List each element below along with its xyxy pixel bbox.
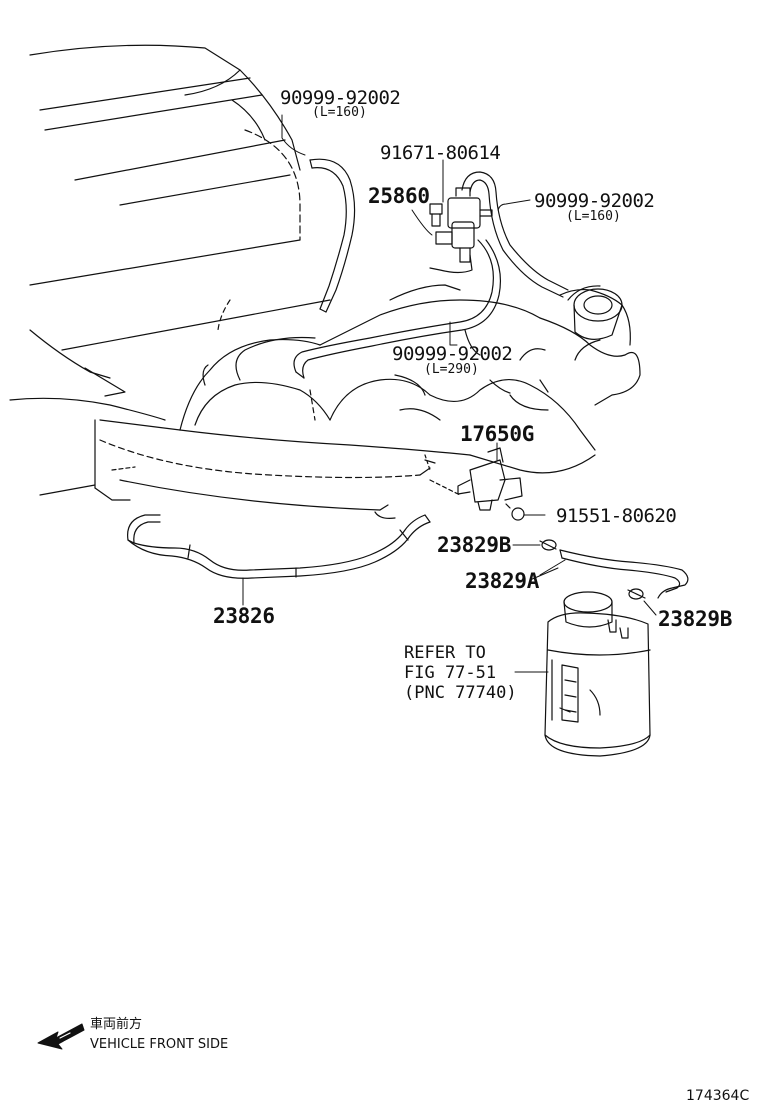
- leader-lines: [281, 114, 559, 581]
- label-valve-top: 25860: [368, 184, 430, 208]
- hose-bottom-left-23826: [127, 504, 431, 606]
- label-hose-top-right-length: (L=160): [566, 209, 621, 224]
- engine-block-outline: [9, 44, 331, 501]
- reference-note-line2: FIG 77-51: [404, 663, 497, 683]
- throttle-body-outline: [573, 288, 623, 340]
- label-hose-right: 23829A: [465, 569, 540, 593]
- reference-note-line1: REFER TO: [404, 643, 486, 663]
- label-hose-top-left-length: (L=160): [312, 105, 367, 120]
- label-hose-top-left: 90999-92002: [280, 87, 401, 109]
- vsv-valve-25860: [429, 187, 493, 274]
- clip-right-23829b: [627, 588, 657, 616]
- label-hose-bottom-left: 23826: [213, 604, 275, 628]
- hose-top-left: [309, 158, 356, 313]
- label-clip-right: 23829B: [658, 607, 733, 631]
- front-arrow-icon: [37, 1023, 85, 1050]
- bolt-91671-80614: [429, 203, 443, 227]
- charcoal-canister: [514, 591, 651, 757]
- clip-left-23829b: [512, 539, 557, 551]
- label-bolt-middle: 91551-80620: [556, 505, 677, 527]
- hose-middle: [293, 239, 502, 379]
- label-hose-middle-length: (L=290): [424, 362, 479, 377]
- vsv-valve-17650g: [429, 447, 523, 511]
- front-side-japanese: 車両前方: [90, 1017, 143, 1032]
- label-clip-left: 23829B: [437, 533, 512, 557]
- label-bolt-top: 91671-80614: [380, 142, 501, 164]
- label-hose-middle: 90999-92002: [392, 343, 513, 365]
- intake-manifold-outline: [99, 284, 641, 511]
- figure-id: 174364C: [686, 1088, 750, 1104]
- hose-right-23829a: [539, 549, 689, 599]
- label-hose-top-right: 90999-92002: [534, 190, 655, 212]
- bolt-91551-80620: [505, 503, 546, 521]
- label-valve-middle: 17650G: [460, 422, 535, 446]
- reference-note-line3: (PNC 77740): [404, 683, 517, 703]
- front-side-english: VEHICLE FRONT SIDE: [90, 1037, 229, 1052]
- hose-top-right: [461, 171, 569, 298]
